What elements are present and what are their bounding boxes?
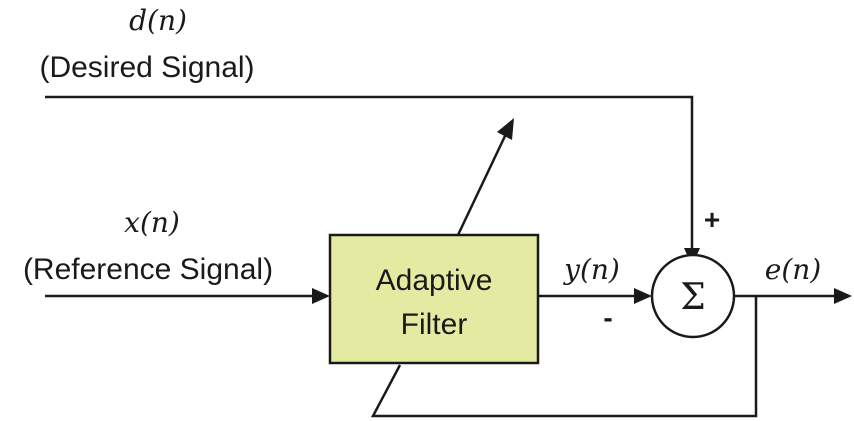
plus-sign: + <box>704 204 720 235</box>
adaptive-filter-block <box>328 233 540 365</box>
adaptation-arrowhead <box>497 118 514 140</box>
desired-signal-wire <box>45 95 694 252</box>
desired-signal-symbol: d(n) <box>129 4 187 37</box>
desired-signal-label: (Desired Signal) <box>39 51 254 84</box>
filter-label-line2: Filter <box>401 308 468 341</box>
adaptation-arrow-line <box>456 135 507 236</box>
reference-arrowhead <box>312 288 330 304</box>
error-symbol: e(n) <box>765 253 821 286</box>
reference-signal-symbol: x(n) <box>124 206 180 239</box>
output-symbol: y(n) <box>562 253 620 286</box>
reference-signal-label: (Reference Signal) <box>23 253 273 286</box>
error-arrowhead <box>834 288 852 304</box>
output-arrowhead <box>634 288 652 304</box>
sigma-symbol: Σ <box>680 277 705 318</box>
error-feedback-wire <box>370 296 758 418</box>
minus-sign: - <box>603 302 612 333</box>
filter-label-line1: Adaptive <box>376 264 493 297</box>
